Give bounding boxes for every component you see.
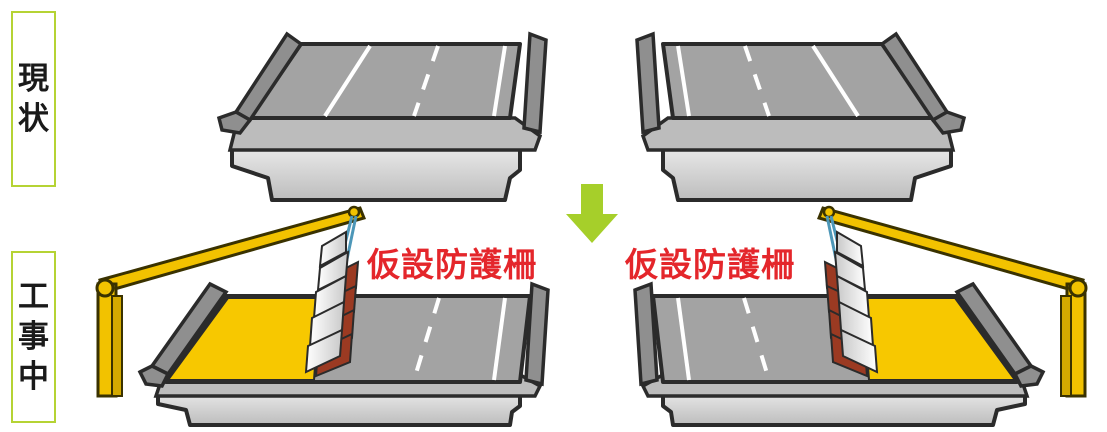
fence-label-left: 仮設防護柵 (367, 245, 537, 284)
temporary-fence-right (823, 230, 879, 378)
label-construction-char-2: 事 (18, 319, 49, 355)
down-arrow-icon (566, 184, 618, 243)
label-current-char-2: 状 (18, 101, 49, 137)
current-bridge-right (635, 31, 967, 202)
current-bridge-left (216, 31, 548, 202)
label-construction: 工 事 中 (11, 251, 56, 423)
label-current-char-1: 現 (18, 61, 49, 97)
temporary-fence-left (304, 230, 360, 378)
label-construction-char-1: 工 (18, 279, 49, 315)
fence-label-right: 仮設防護柵 (625, 245, 795, 284)
label-construction-char-3: 中 (18, 359, 49, 395)
label-current: 現 状 (11, 11, 56, 187)
construction-bridge-left (95, 205, 550, 427)
construction-bridge-right (633, 205, 1088, 427)
